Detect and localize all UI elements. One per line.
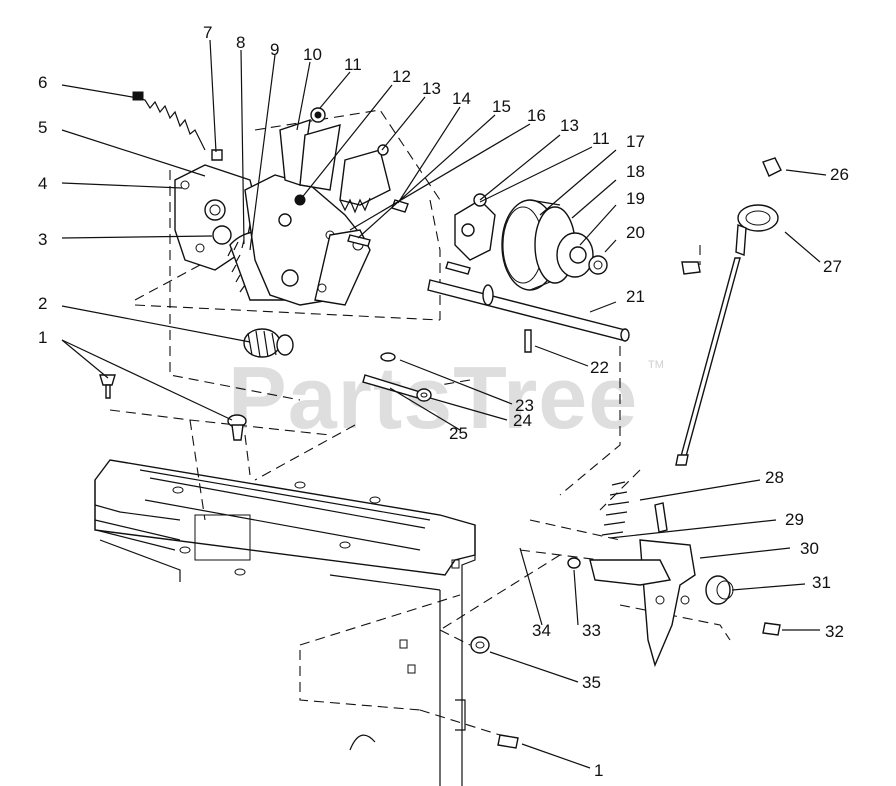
callout-19: 19 (626, 189, 645, 208)
callout-11b: 11 (592, 129, 610, 148)
callout-11: 11 (344, 55, 362, 74)
callout-25: 25 (449, 424, 468, 443)
callout-2: 2 (38, 294, 47, 313)
callout-5: 5 (38, 118, 47, 137)
callout-27: 27 (823, 257, 842, 276)
callout-35: 35 (582, 673, 601, 692)
bolt-parts (99, 374, 247, 441)
callout-29: 29 (785, 510, 804, 529)
callout-28: 28 (765, 468, 784, 487)
pulley-assembly (362, 193, 630, 402)
callout-22: 22 (590, 358, 609, 377)
callout-13: 13 (422, 79, 441, 98)
callout-3: 3 (38, 230, 47, 249)
callout-33: 33 (582, 621, 601, 640)
callout-16: 16 (527, 106, 546, 125)
callout-24: 24 (513, 411, 532, 430)
callout-6: 6 (38, 73, 47, 92)
watermark-trademark: TM (648, 359, 664, 371)
callout-10: 10 (303, 45, 322, 64)
callout-4: 4 (38, 174, 47, 193)
callout-21: 21 (626, 287, 645, 306)
callout-18: 18 (626, 162, 645, 181)
callout-34: 34 (532, 621, 551, 640)
callout-7: 7 (203, 23, 212, 42)
callout-1b: 1 (594, 761, 603, 780)
housing-frame (94, 459, 476, 786)
gearbox-assembly (132, 91, 409, 358)
callout-32: 32 (825, 622, 844, 641)
callout-1: 1 (38, 328, 47, 347)
callout-13b: 13 (560, 116, 579, 135)
callout-14: 14 (452, 89, 471, 108)
callout-8: 8 (236, 33, 245, 52)
callout-26: 26 (830, 165, 849, 184)
callout-23: 23 (515, 396, 534, 415)
leader-lines (61, 39, 827, 769)
callout-30: 30 (800, 539, 819, 558)
callout-31: 31 (812, 573, 831, 592)
callout-20: 20 (626, 223, 645, 242)
callout-15: 15 (492, 97, 511, 116)
watermark-text: PartsTree (228, 348, 638, 447)
callout-labels: 1 2 3 4 5 6 7 8 9 10 11 12 13 14 15 16 1… (38, 23, 849, 780)
shift-rod-assembly (470, 157, 782, 749)
callout-9: 9 (270, 40, 279, 59)
callout-17: 17 (626, 132, 645, 151)
callout-12: 12 (392, 67, 411, 86)
